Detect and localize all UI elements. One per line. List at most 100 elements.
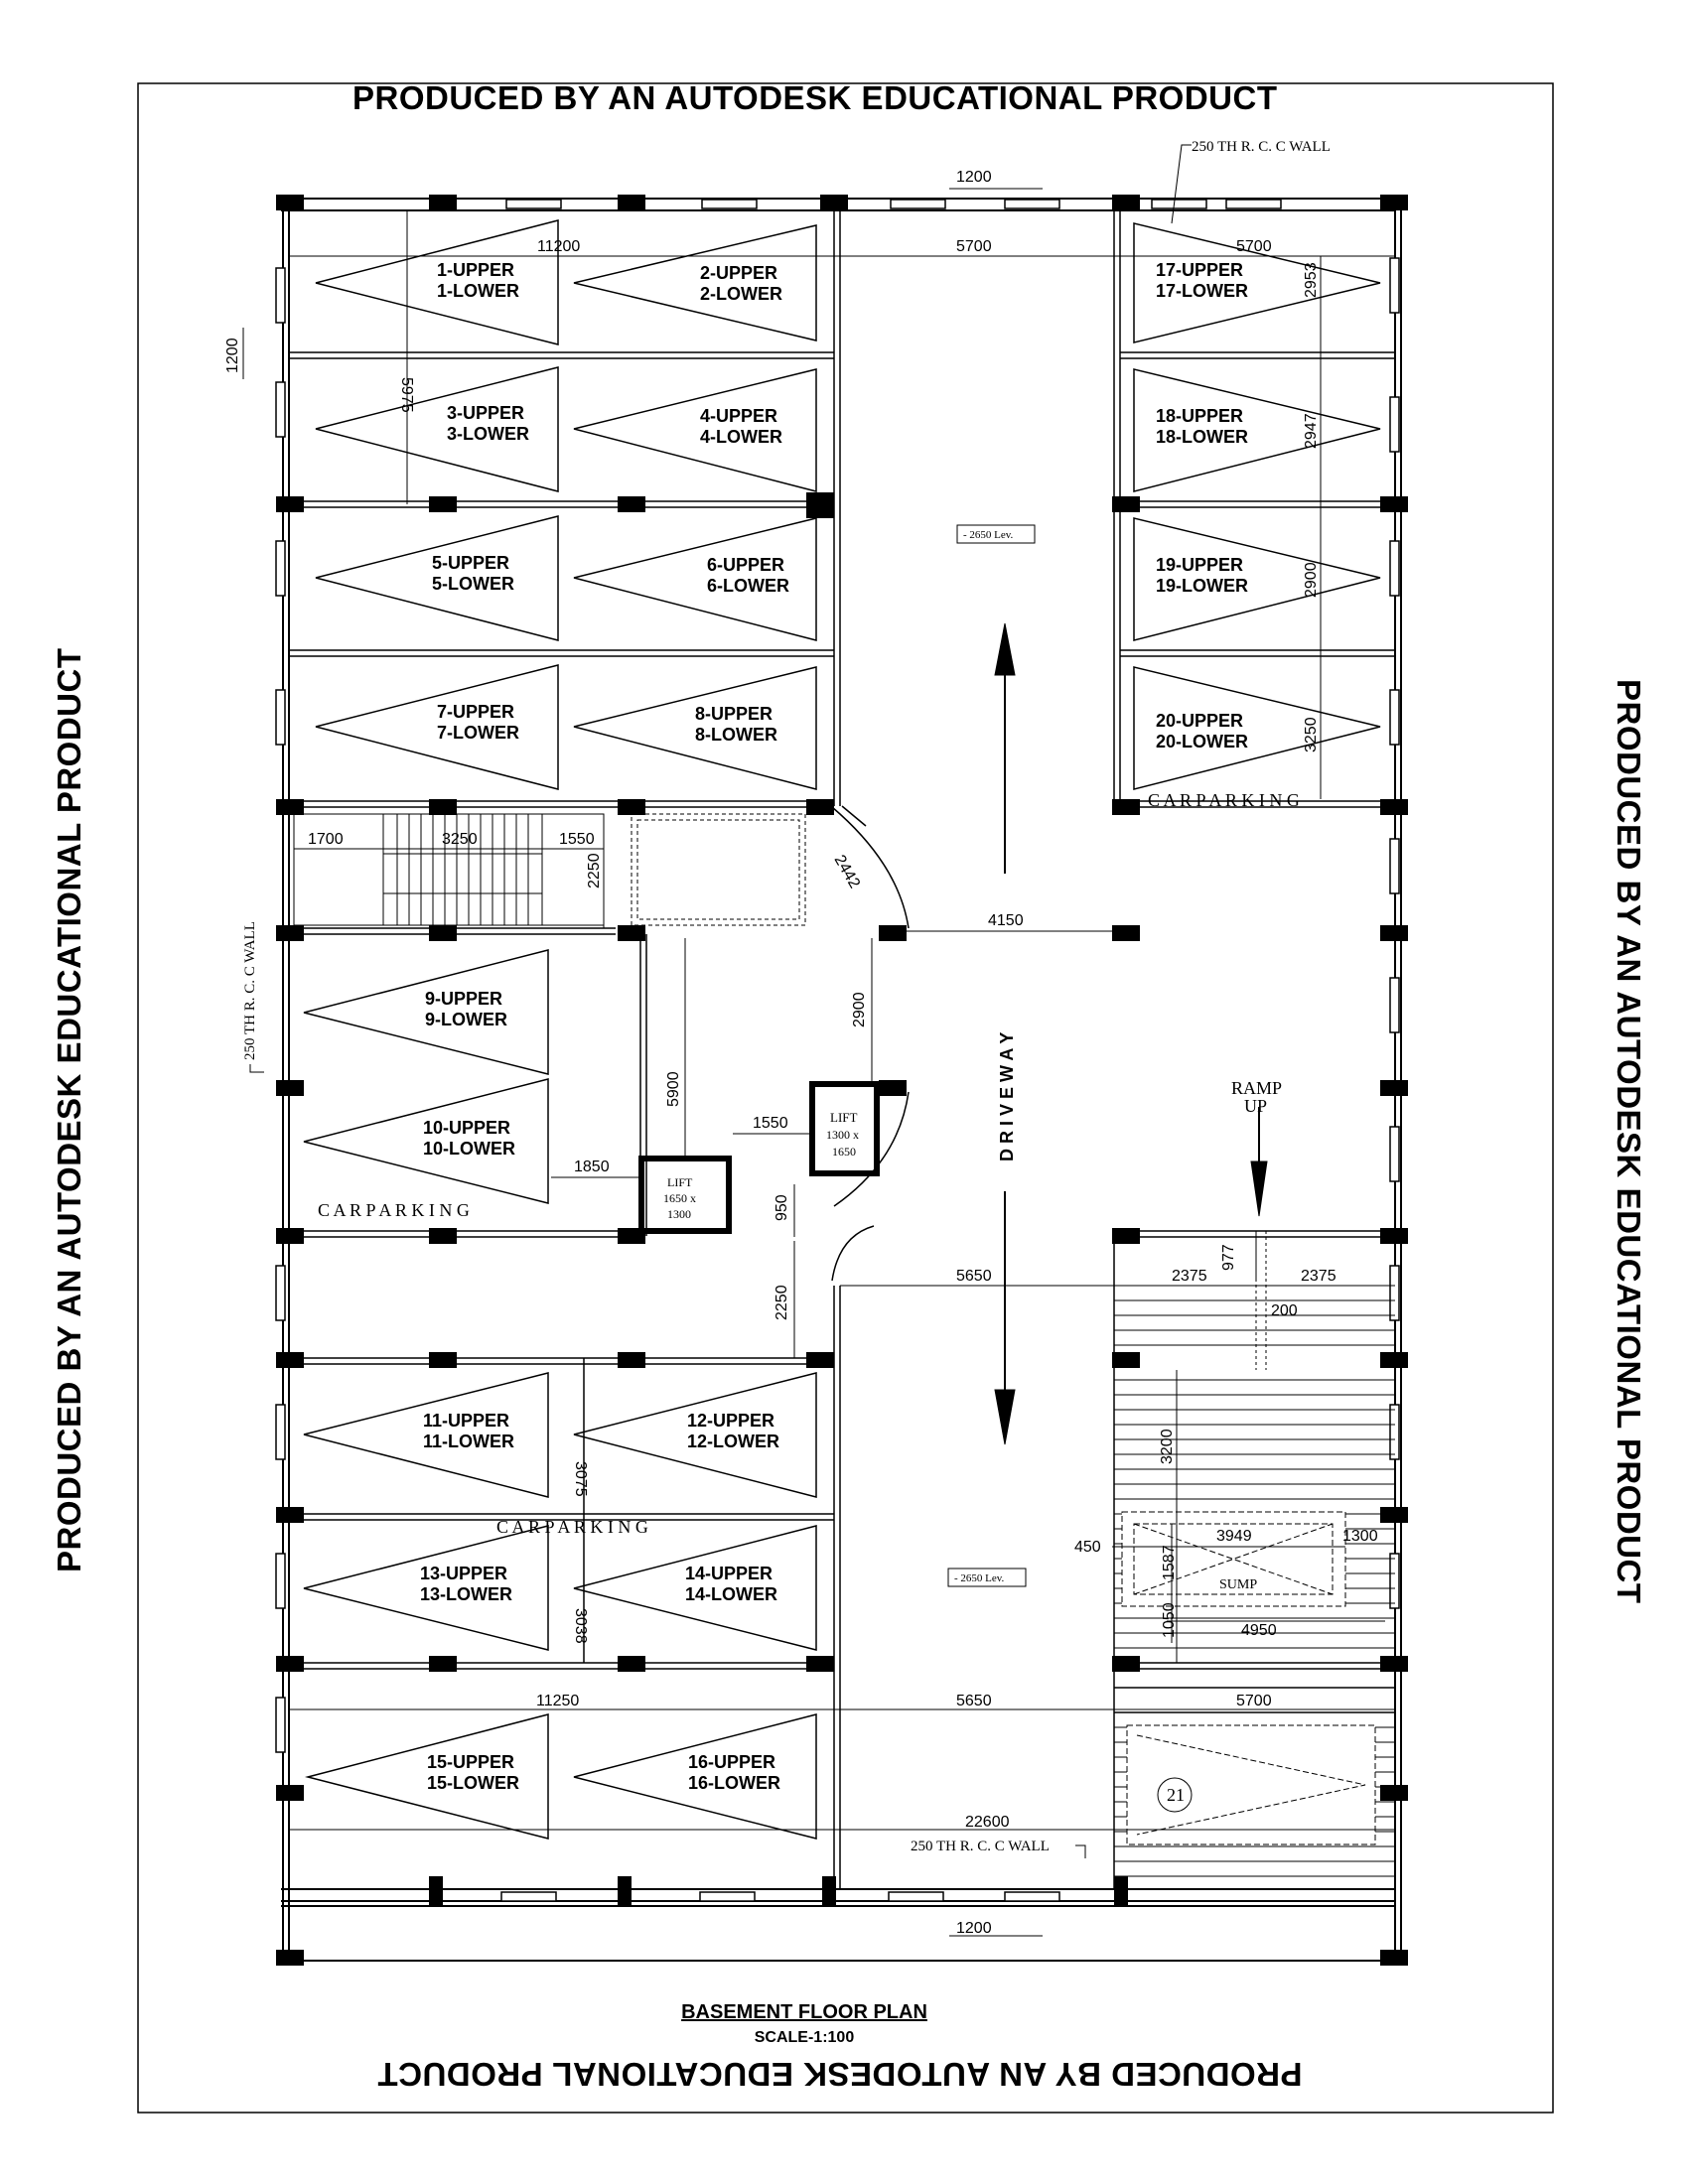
slot-21-label: 21 (1167, 1785, 1185, 1805)
dim-stair-2: 3250 (442, 831, 478, 848)
car-parking-label-3: C A R P A R K I N G (496, 1517, 648, 1537)
dim-bot-5650: 5650 (956, 1693, 992, 1709)
slot-5-lower: 5-LOWER (432, 574, 514, 594)
ramp-label-1: RAMP (1231, 1078, 1282, 1098)
slot-8-lower: 8-LOWER (695, 725, 777, 745)
slot-16-upper: 16-UPPER (688, 1752, 775, 1772)
lift-a-size2: 1650 (832, 1145, 856, 1159)
slot-3-lower: 3-LOWER (447, 424, 529, 444)
dim-v-950: 950 (774, 1194, 790, 1221)
dim-v-5900: 5900 (665, 1071, 682, 1107)
dim-right-18: 2947 (1303, 413, 1320, 449)
slot-18-upper: 18-UPPER (1156, 406, 1243, 426)
car-parking-label-2: C A R P A R K I N G (1148, 790, 1300, 810)
sump-label: SUMP (1219, 1577, 1257, 1592)
dim-ramp-2375b: 2375 (1301, 1268, 1336, 1285)
dim-right-17: 2953 (1303, 262, 1320, 298)
plan-scale: SCALE-1:100 (754, 2029, 855, 2046)
slot-14-upper: 14-UPPER (685, 1564, 773, 1583)
dim-top-window: 1200 (956, 169, 992, 186)
slot-2-lower: 2-LOWER (700, 284, 782, 304)
dim-sump-1587: 1587 (1161, 1545, 1178, 1580)
slot-3-upper: 3-UPPER (447, 403, 524, 423)
driveway-arrows (994, 622, 1268, 1445)
slot-15-upper: 15-UPPER (427, 1752, 514, 1772)
dim-left-height: 5975 (398, 377, 415, 413)
dim-left-window: 1200 (224, 338, 241, 373)
plan-title: BASEMENT FLOOR PLAN (681, 2001, 927, 2023)
dim-stair-1: 1700 (308, 831, 344, 848)
slot-13-upper: 13-UPPER (420, 1564, 507, 1583)
dim-stair-4: 2250 (586, 853, 603, 888)
lift-shafts: LIFT 1300 x 1650 LIFT 1650 x 1300 (638, 1081, 880, 1234)
dim-v-2250: 2250 (774, 1285, 790, 1320)
dim-right-20: 3250 (1303, 717, 1320, 752)
dim-ramp-200: 200 (1271, 1302, 1298, 1319)
dim-v-3038: 3038 (572, 1608, 589, 1644)
dim-diag: 2442 (831, 853, 864, 891)
dim-sump-1300: 1300 (1342, 1528, 1378, 1545)
slot-11-lower: 11-LOWER (423, 1432, 514, 1451)
level-upper: - 2650 Lev. (963, 529, 1014, 541)
lift-b-size: 1650 x (663, 1191, 696, 1205)
slot-19-upper: 19-UPPER (1156, 555, 1243, 575)
dim-bot-window: 1200 (956, 1920, 992, 1937)
dim-ramp-3200: 3200 (1159, 1429, 1176, 1464)
dim-left-1850: 1850 (574, 1159, 610, 1175)
watermark-top: PRODUCED BY AN AUTODESK EDUCATIONAL PROD… (352, 79, 1278, 116)
dimension-texts: 1200 11200 5700 5700 1200 5975 2953 2947… (224, 169, 1378, 1937)
wall-note-leaders (249, 144, 1192, 1858)
dim-bot-11250: 11250 (536, 1693, 579, 1709)
parking-labels: 1-UPPER 1-LOWER 2-UPPER 2-LOWER 3-UPPER … (420, 260, 1248, 1793)
dim-stair-3: 1550 (559, 831, 595, 848)
dim-ramp-2375a: 2375 (1172, 1268, 1207, 1285)
dim-mid-5650: 5650 (956, 1268, 992, 1285)
slot-1-upper: 1-UPPER (437, 260, 514, 280)
dim-ramp-977: 977 (1220, 1244, 1237, 1271)
slot-20-upper: 20-UPPER (1156, 711, 1243, 731)
slot-4-upper: 4-UPPER (700, 406, 777, 426)
dim-top-left: 11200 (537, 238, 580, 255)
driveway-label: D R I V E W A Y (997, 1032, 1017, 1161)
dim-v-3075: 3075 (572, 1461, 589, 1497)
slot-6-lower: 6-LOWER (707, 576, 789, 596)
slot-5-upper: 5-UPPER (432, 553, 509, 573)
interior-walls (289, 210, 1395, 1889)
slot-1-lower: 1-LOWER (437, 281, 519, 301)
slot-7-upper: 7-UPPER (437, 702, 514, 722)
slot-9-upper: 9-UPPER (425, 989, 502, 1009)
parking-triangles (303, 219, 1381, 1840)
dim-top-mid: 5700 (956, 238, 992, 255)
dim-top-right: 5700 (1236, 238, 1272, 255)
slot-19-lower: 19-LOWER (1156, 576, 1248, 596)
slot-17-lower: 17-LOWER (1156, 281, 1248, 301)
dim-sump-450: 450 (1074, 1539, 1101, 1556)
dim-v-2900: 2900 (851, 992, 868, 1027)
slot-15-lower: 15-LOWER (427, 1773, 519, 1793)
slot-2-upper: 2-UPPER (700, 263, 777, 283)
staircase (293, 806, 910, 1282)
ramp-area (1114, 1231, 1395, 1877)
slot-18-lower: 18-LOWER (1156, 427, 1248, 447)
lift-b-label: LIFT (667, 1175, 693, 1189)
dim-lift-gap: 1550 (753, 1115, 788, 1132)
slot-17-upper: 17-UPPER (1156, 260, 1243, 280)
dim-total: 22600 (965, 1814, 1010, 1831)
slot-12-upper: 12-UPPER (687, 1411, 774, 1431)
level-lower: - 2650 Lev. (954, 1572, 1005, 1584)
dim-sump-4950: 4950 (1241, 1622, 1277, 1639)
dim-sump-1050: 1050 (1161, 1602, 1178, 1638)
windows (275, 199, 1400, 1902)
dimension-lines (242, 188, 1395, 1937)
dim-drive-width: 4150 (988, 912, 1024, 929)
dim-right-19: 2900 (1303, 562, 1320, 598)
ramp-label-2: UP (1244, 1096, 1267, 1116)
slot-13-lower: 13-LOWER (420, 1584, 512, 1604)
columns (276, 195, 1408, 1966)
slot-10-lower: 10-LOWER (423, 1139, 515, 1159)
slot-11-upper: 11-UPPER (423, 1411, 509, 1431)
lift-b-size2: 1300 (667, 1207, 691, 1221)
slot-16-lower: 16-LOWER (688, 1773, 780, 1793)
slot-14-lower: 14-LOWER (685, 1584, 777, 1604)
